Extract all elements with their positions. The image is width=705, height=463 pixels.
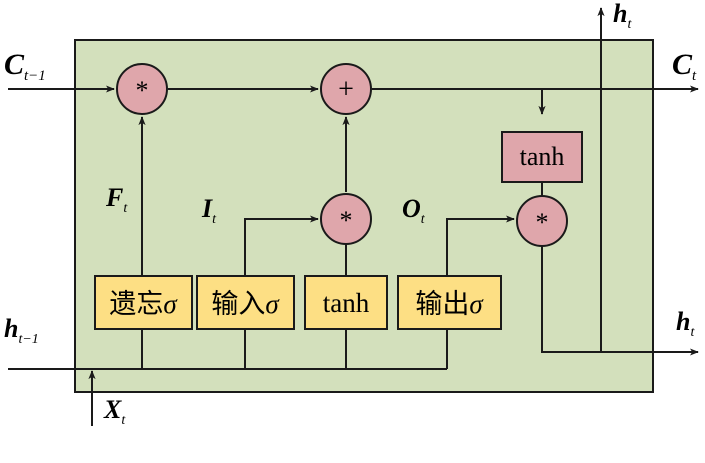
- svg-text:输入σ: 输入σ: [211, 289, 280, 320]
- tanh-box-label: tanh: [520, 142, 565, 171]
- label-forget: Ft: [105, 183, 128, 216]
- op-mult1: *: [116, 63, 168, 115]
- gate-output-text: 输出: [415, 289, 469, 320]
- op-add: +: [320, 63, 372, 115]
- gate-input-sigma: σ: [265, 289, 280, 319]
- gate-input-text: 输入: [211, 289, 265, 320]
- wires: [8, 7, 699, 426]
- svg-text:遗忘σ: 遗忘σ: [109, 289, 178, 320]
- gate-output-sigma: σ: [469, 289, 484, 319]
- op-mult2: *: [320, 193, 372, 245]
- label-x-in: Xt: [103, 395, 126, 428]
- gate-forget-text: 遗忘: [109, 289, 163, 320]
- label-output: Ot: [402, 194, 426, 227]
- tanh-box: tanh: [501, 131, 583, 183]
- gate-tanh-text: tanh: [323, 288, 370, 318]
- op-mult3-symbol: *: [536, 208, 549, 237]
- gate-output: 输出σ: [397, 275, 502, 330]
- wire-input: [244, 215, 319, 276]
- label-c-prev: Ct−1: [4, 48, 46, 84]
- label-h-right: ht: [676, 307, 695, 340]
- label-h-top: ht: [613, 0, 632, 32]
- gate-forget-sigma: σ: [163, 289, 178, 319]
- gate-forget: 遗忘σ: [94, 275, 193, 330]
- op-mult2-symbol: *: [340, 206, 353, 235]
- gate-tanh: tanh: [304, 275, 388, 330]
- op-mult3: *: [516, 195, 568, 247]
- label-c-out: Ct: [672, 48, 697, 84]
- wire-output: [446, 215, 515, 276]
- gate-input: 输入σ: [196, 275, 295, 330]
- op-mult1-symbol: *: [136, 76, 149, 105]
- svg-text:输出σ: 输出σ: [415, 289, 484, 320]
- label-h-prev: ht−1: [4, 314, 39, 347]
- op-add-symbol: +: [338, 74, 354, 105]
- wire-h-out: [541, 246, 699, 356]
- label-input: It: [201, 194, 217, 227]
